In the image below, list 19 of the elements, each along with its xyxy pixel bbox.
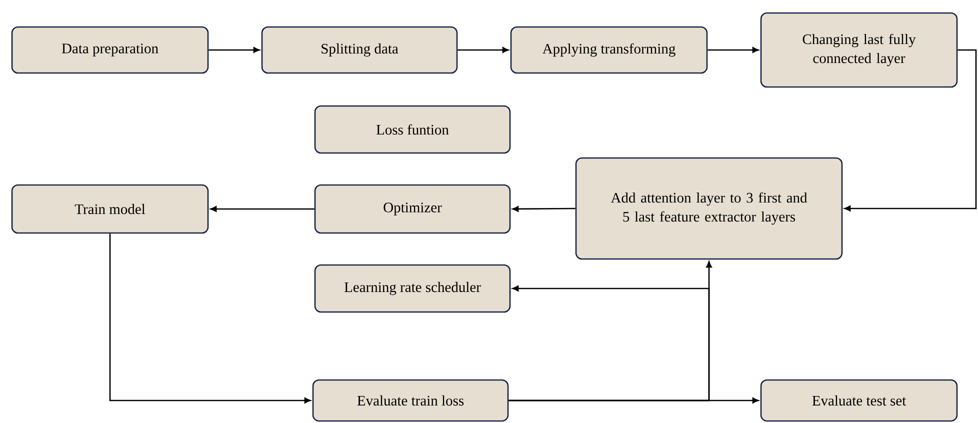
process-box: Learning rate scheduler <box>314 264 511 313</box>
arrow <box>844 49 977 212</box>
process-box: Loss funtion <box>314 105 511 154</box>
process-box: Changing last fully connected layer <box>760 12 958 88</box>
process-box: Evaluate test set <box>760 379 958 422</box>
process-box: Data preparation <box>11 26 209 74</box>
process-box: Train model <box>11 184 209 234</box>
process-box: Optimizer <box>314 184 511 234</box>
arrow <box>210 206 314 212</box>
process-box: Evaluate train loss <box>312 379 509 422</box>
arrow <box>508 286 710 402</box>
process-box: Splitting data <box>261 26 458 74</box>
arrow <box>458 47 509 53</box>
process-box: Applying transforming <box>510 26 708 74</box>
arrow <box>208 47 260 53</box>
arrow <box>512 206 576 212</box>
arrow <box>109 234 311 404</box>
arrow <box>708 47 759 53</box>
process-box: Add attention layer to 3 first and 5 last feature extractor layers <box>575 157 843 260</box>
